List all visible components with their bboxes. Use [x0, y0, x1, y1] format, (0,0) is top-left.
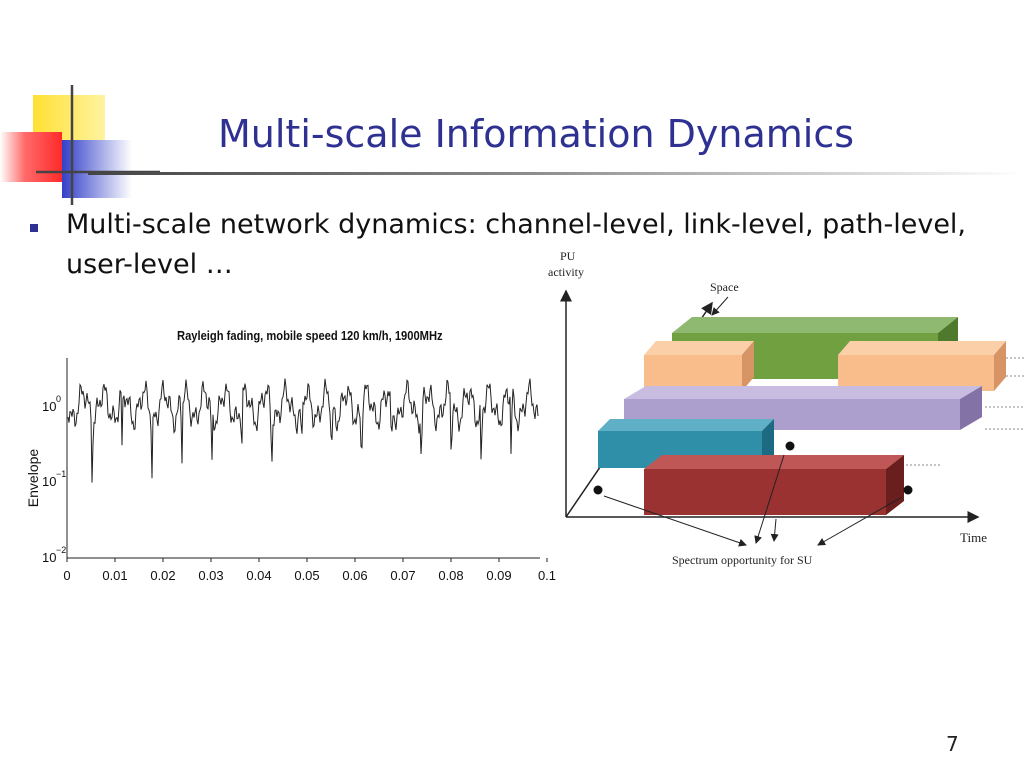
y-tick-exponent: −2 [56, 545, 66, 555]
space-label: Space [710, 280, 739, 294]
pu-block-orange-left [644, 341, 754, 391]
y-tick: 10 [42, 550, 56, 565]
fading-plot-x-ticks: 0 0.01 0.02 0.03 0.04 0.05 0.06 0.07 0.08 0.09 0.1 [63, 558, 556, 583]
spectrum-opportunity-diagram: PU activity Time Space [548, 249, 1024, 567]
x-tick-label: 0 [63, 568, 70, 583]
x-tick-label: 0.07 [390, 568, 415, 583]
bullet-square-icon [30, 224, 38, 232]
x-tick-label: 0.02 [150, 568, 175, 583]
y-tick: 10 [42, 474, 56, 489]
space-arrow [711, 296, 729, 316]
pu-block-orange-right [838, 341, 1006, 391]
page-number: 7 [946, 732, 959, 756]
pu-activity-label-2: activity [548, 265, 584, 279]
fading-plot-ylabel: Envelope [25, 449, 41, 508]
time-label: Time [960, 530, 987, 545]
x-tick-label: 0.09 [486, 568, 511, 583]
fading-envelope-curve [67, 378, 539, 483]
x-tick-label: 0.1 [538, 568, 556, 583]
fading-plot-title: Rayleigh fading, mobile speed 120 km/h, … [177, 328, 443, 343]
y-tick-exponent: −1 [56, 469, 66, 479]
y-tick-exponent: 0 [56, 394, 61, 404]
rayleigh-fading-plot: Rayleigh fading, mobile speed 120 km/h, … [25, 328, 556, 583]
x-tick-label: 0.01 [102, 568, 127, 583]
x-tick-label: 0.03 [198, 568, 223, 583]
spectrum-opportunity-label: Spectrum opportunity for SU [672, 553, 813, 567]
pu-block-red [644, 455, 904, 515]
x-tick-label: 0.04 [246, 568, 271, 583]
slide-title: Multi-scale Information Dynamics [218, 112, 855, 156]
x-tick-label: 0.08 [438, 568, 463, 583]
corner-decoration [0, 85, 160, 205]
opportunity-arrows [603, 454, 903, 547]
x-tick-label: 0.05 [294, 568, 319, 583]
y-tick: 10 [42, 399, 56, 414]
bullet-text: Multi-scale network dynamics: channel-le… [66, 209, 967, 280]
x-tick-label: 0.06 [342, 568, 367, 583]
pu-activity-label: PU [560, 249, 576, 263]
opportunity-dots [593, 441, 913, 495]
dotted-guides [902, 357, 1024, 466]
fading-plot-y-ticks: 10 0 10 −1 10 −2 [42, 394, 66, 565]
title-underline [88, 172, 1024, 175]
